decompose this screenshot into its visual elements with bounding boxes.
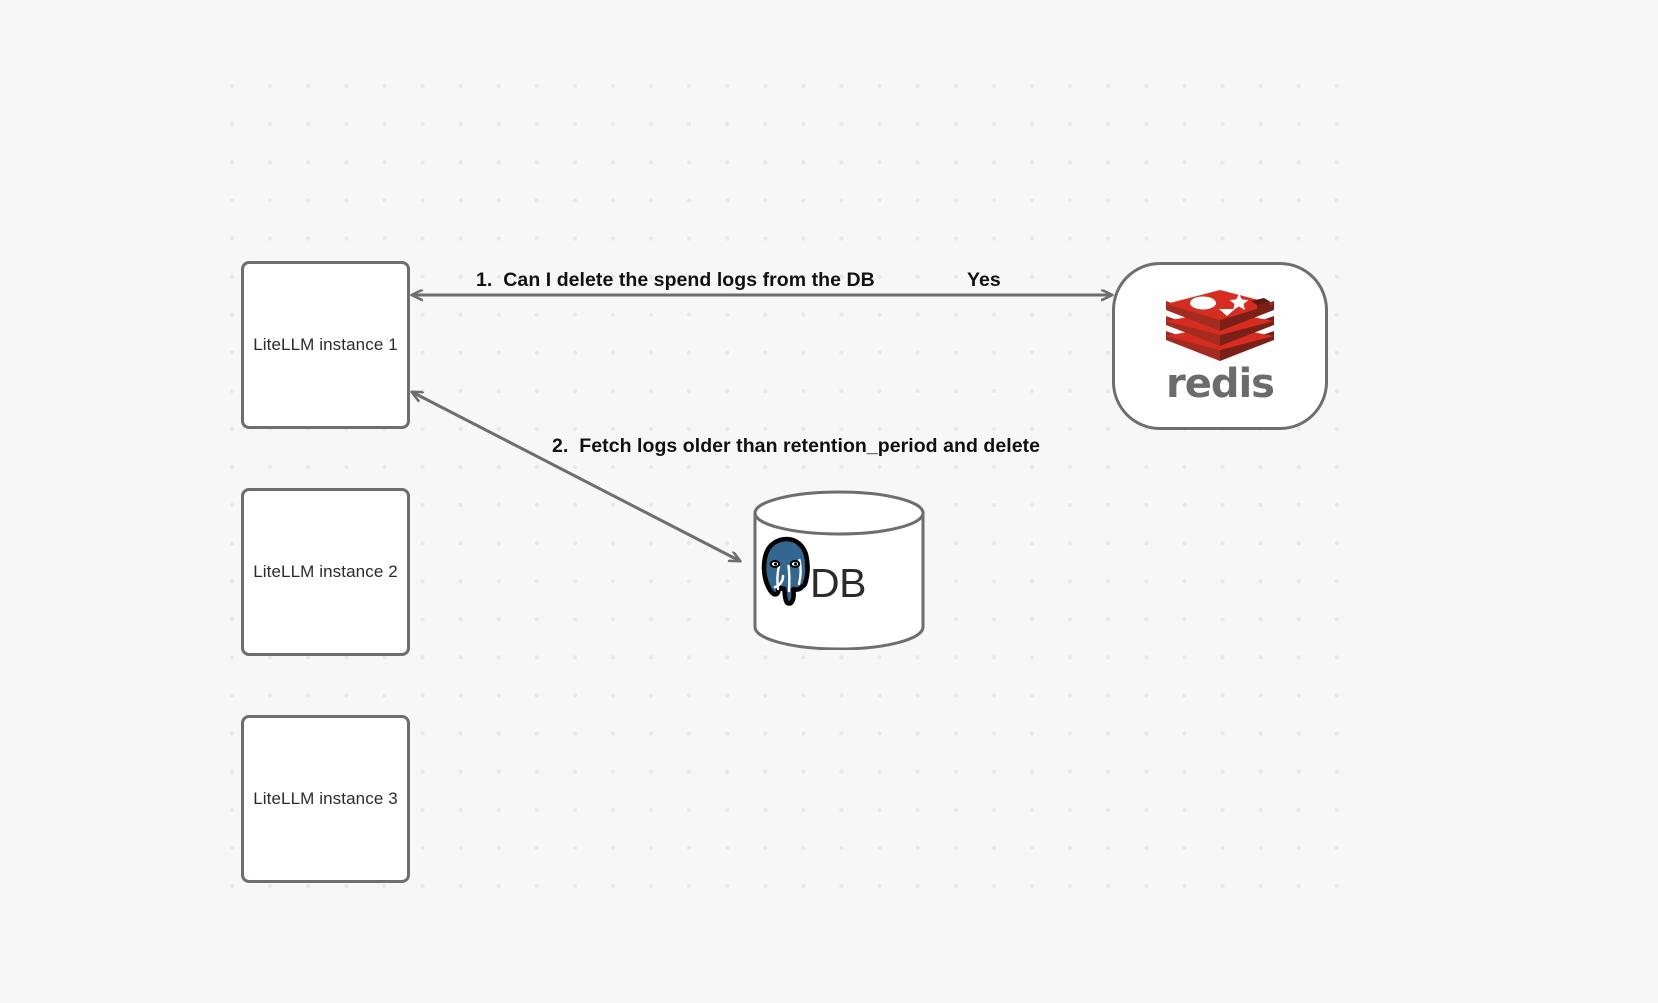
db-logo-row: DB: [753, 536, 925, 631]
edge-label-fetch-delete: 2. Fetch logs older than retention_perio…: [552, 435, 1041, 457]
node-litellm-instance-3[interactable]: LiteLLM instance 3: [241, 715, 410, 883]
node-redis[interactable]: redis: [1112, 262, 1328, 430]
node-database[interactable]: DB: [753, 490, 925, 650]
node-litellm-instance-2[interactable]: LiteLLM instance 2: [241, 488, 410, 656]
redis-wordmark: redis: [1165, 361, 1275, 407]
redis-stack-icon: [1166, 290, 1274, 361]
node-label: LiteLLM instance 1: [253, 334, 398, 354]
edge-db-litellm1: [412, 392, 740, 561]
node-label: LiteLLM instance 2: [253, 561, 398, 581]
edge-label-question: 1. Can I delete the spend logs from the …: [476, 269, 875, 291]
postgresql-elephant-icon: [761, 536, 810, 606]
db-label: DB: [810, 560, 866, 606]
edge-label-answer: Yes: [967, 269, 1001, 291]
redis-logo: redis: [1155, 286, 1285, 406]
node-litellm-instance-1[interactable]: LiteLLM instance 1: [241, 261, 410, 429]
node-label: LiteLLM instance 3: [253, 788, 398, 808]
